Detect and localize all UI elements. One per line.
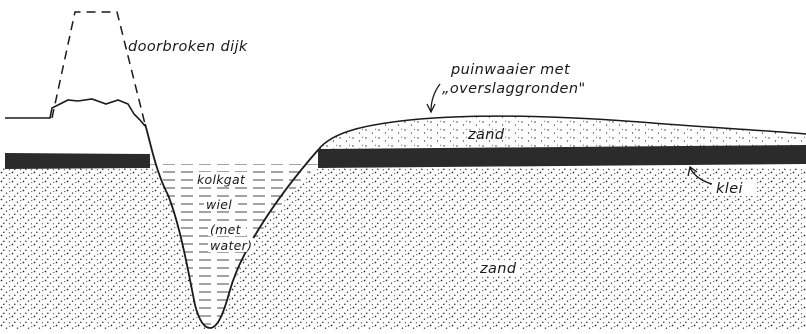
label-scour-water: water) <box>210 238 252 253</box>
label-scour-wiel: wiel <box>206 197 232 212</box>
label-sand: zand <box>479 261 517 277</box>
label-debris-fan-line1: puinwaaier met <box>450 62 571 78</box>
clay-layer-left <box>5 153 150 169</box>
original-dike-dashed-outline <box>52 12 145 124</box>
label-fan-sand: zand <box>467 127 505 143</box>
label-breached-dike: doorbroken dijk <box>128 39 248 55</box>
fan-pointer-arrow <box>431 84 440 111</box>
breached-dike-remnant <box>5 99 145 126</box>
label-debris-fan-line2: „overslaggronden" <box>442 81 586 97</box>
debris-fan-sand <box>318 116 806 150</box>
label-scour-hole: kolkgat <box>197 172 246 187</box>
clay-layer-right <box>318 145 806 168</box>
label-clay: klei <box>716 181 743 197</box>
sand-layer <box>0 168 806 329</box>
label-scour-with: (met <box>210 222 242 237</box>
